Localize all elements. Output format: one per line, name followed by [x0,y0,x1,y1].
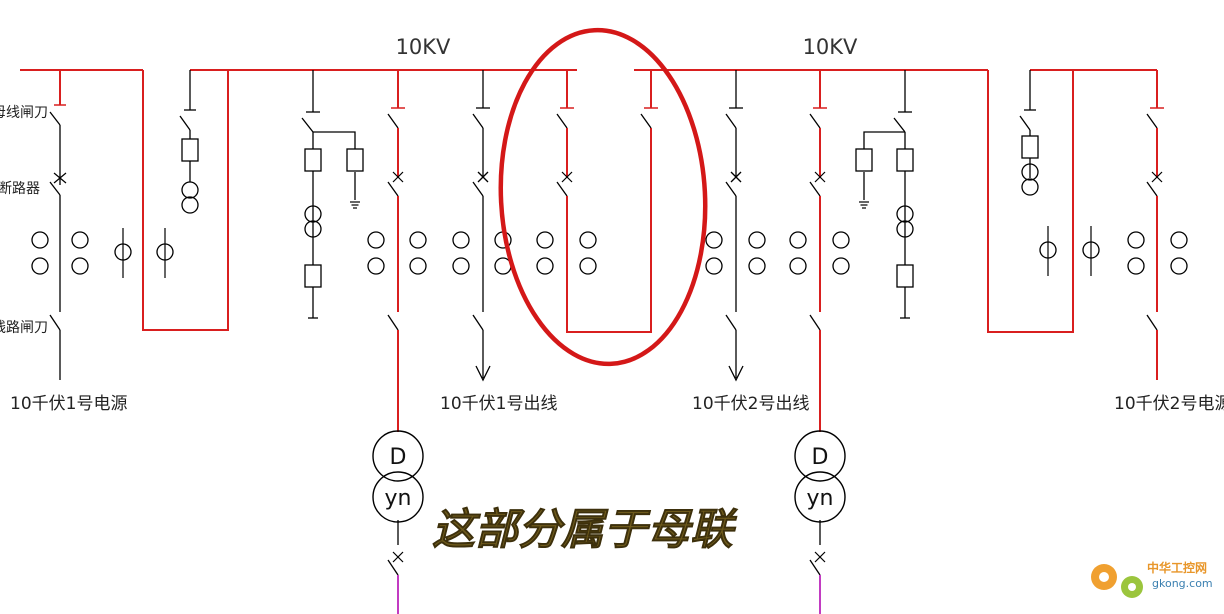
bus-coupler-highlight-ellipse [498,27,708,367]
feeder-label-source-1: 10千伏1号电源 [10,394,127,414]
bay-source-1 [49,70,67,380]
watermark-url: gkong.com [1152,577,1213,590]
transformer-1-secondary-label: yn [385,486,412,511]
bus-label-right: 10KV [803,35,858,59]
watermark-logo: 中华工控网 gkong.com [1091,560,1213,598]
bay-source-2 [1146,70,1164,380]
transformer-2: D yn [794,430,846,523]
feeder-label-outgoing-1: 10千伏1号出线 [440,394,557,414]
side-label-breaker: 断路器 [0,181,40,197]
feeder-label-source-2: 10千伏2号电源 [1114,394,1224,414]
transformer-2-secondary-label: yn [807,486,834,511]
watermark-name: 中华工控网 [1147,560,1207,575]
bay-outgoing-2 [725,70,744,382]
transformer-1-primary-label: D [390,445,407,470]
bay-right-pt-loop [987,70,1074,333]
feeder-label-outgoing-2: 10千伏2号出线 [692,394,809,414]
bay-bus-coupler [556,70,658,333]
side-label-line-disconnector: 线路闸刀 [0,320,48,336]
transformer-2-primary-label: D [812,445,829,470]
side-label-bus-disconnector: 母线闸刀 [0,105,48,121]
bay-transformer-2 [809,70,827,614]
bay-outgoing-1 [472,70,491,382]
bus-coupler-annotation: 这部分属于母联 [432,505,738,555]
transformer-1: D yn [372,430,424,523]
bay-transformer-1 [387,70,405,614]
bus-label-left: 10KV [396,35,451,59]
bay-left-pt-loop [142,70,229,331]
